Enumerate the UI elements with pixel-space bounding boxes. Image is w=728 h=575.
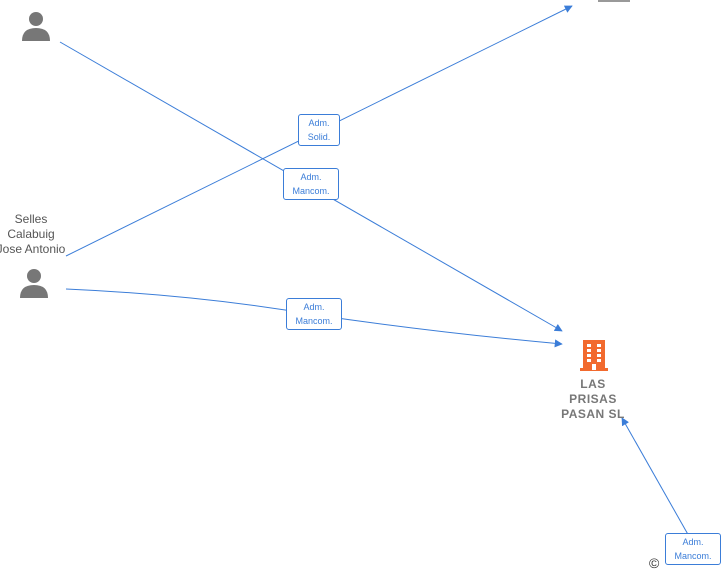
copyright-mark: ©	[649, 555, 660, 571]
edge-mancom-bottom	[621, 417, 691, 539]
offscreen-node-edge	[598, 0, 630, 2]
edge-role-label[interactable]: Adm. Mancom.	[283, 168, 339, 200]
person-icon[interactable]	[21, 11, 51, 41]
edge-role-label[interactable]: Adm. Solid.	[298, 114, 340, 146]
person-icon[interactable]	[19, 268, 49, 298]
edge-role-label[interactable]: Adm. Mancom.	[286, 298, 342, 330]
building-icon[interactable]	[578, 338, 610, 372]
company-name-label: LAS PRISAS PASAN SL	[561, 377, 625, 421]
edge-role-label[interactable]: Adm. Mancom.	[665, 533, 721, 565]
person-name-label: Selles Calabuig Jose Antonio	[0, 212, 66, 256]
